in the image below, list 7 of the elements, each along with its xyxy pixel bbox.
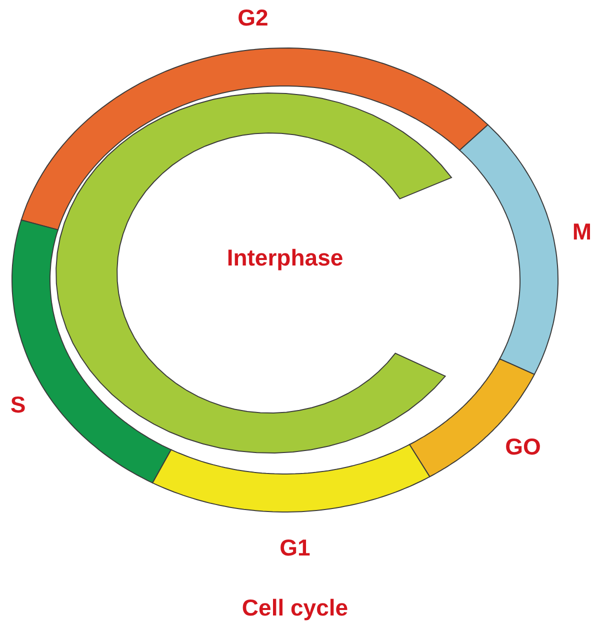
phase-label: S [10,392,26,418]
phase-label: G2 [238,4,268,32]
phase-label: G1 [280,534,310,562]
caption: Cell cycle [242,594,348,622]
phase-label: GO [505,434,541,460]
phase-label: Interphase [226,244,344,272]
phase-label: M [572,218,592,246]
